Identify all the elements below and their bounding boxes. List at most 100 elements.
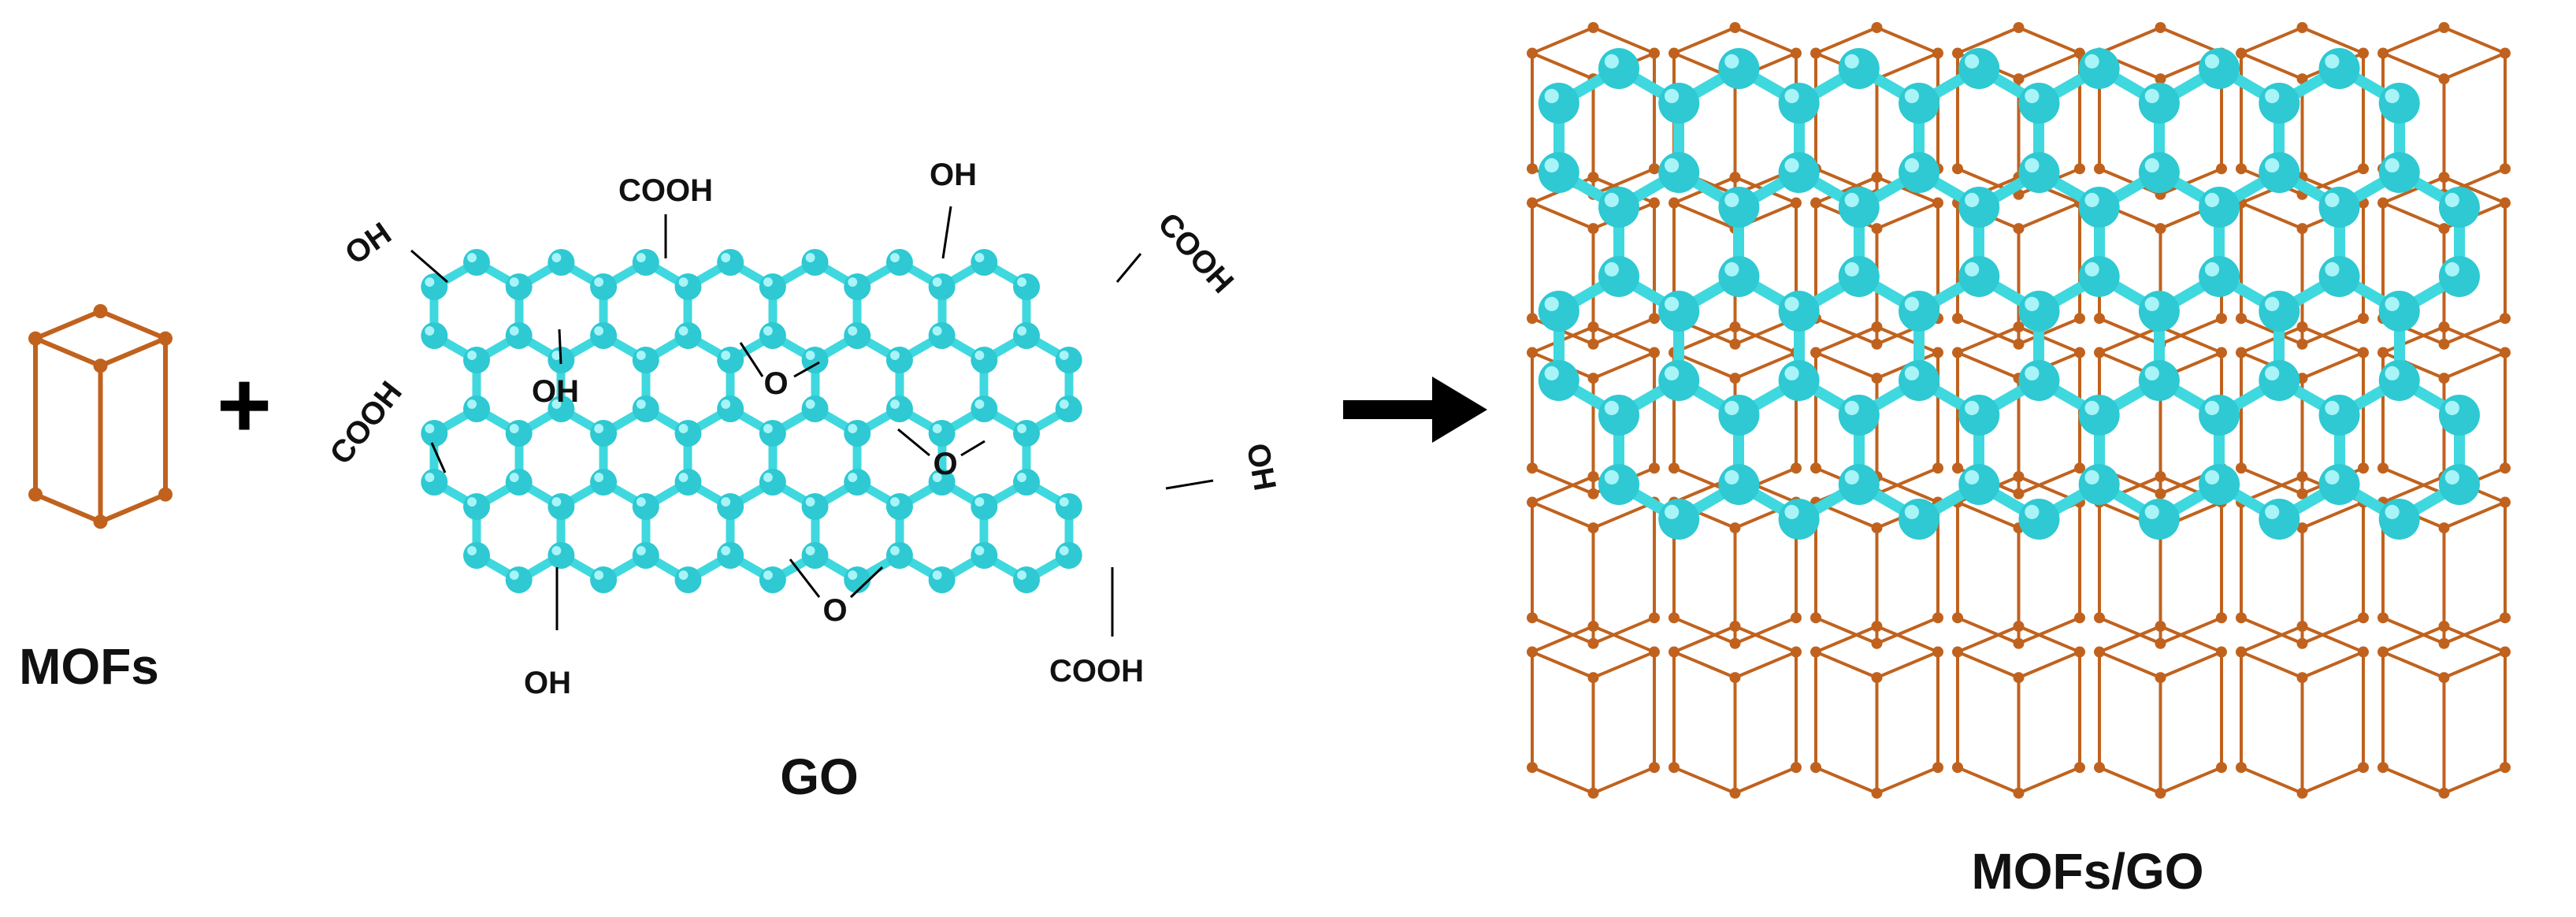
go-carbon-atom <box>590 273 618 300</box>
go-carbon-atom <box>717 493 744 520</box>
epoxy-1-bond-a <box>739 342 764 377</box>
composite-carbon-atom <box>1658 291 1700 332</box>
composite-carbon-atom <box>1778 360 1820 401</box>
oh-top-bond <box>941 206 952 259</box>
go-carbon-atom <box>801 249 829 276</box>
go-carbon-atom <box>505 273 533 300</box>
epoxy-2-label: O <box>933 447 957 481</box>
composite-carbon-atom <box>2318 187 2360 228</box>
go-carbon-atom <box>1013 322 1041 349</box>
go-carbon-atom <box>971 542 998 569</box>
composite-carbon-atom <box>2138 499 2180 540</box>
composite-carbon-atom <box>2078 48 2120 89</box>
composite-carbon-atom <box>2018 83 2060 124</box>
mofs-go-composite <box>1527 22 2511 799</box>
composite-carbon-atom <box>1838 464 1880 505</box>
go-carbon-atom <box>590 469 618 496</box>
go-carbon-atom <box>759 420 786 447</box>
go-carbon-atom <box>885 395 913 422</box>
go-carbon-atom <box>421 322 448 349</box>
go-carbon-atom <box>801 493 829 520</box>
go-carbon-atom <box>717 395 744 422</box>
go-carbon-atom <box>844 322 871 349</box>
go-carbon-atom <box>421 469 448 496</box>
go-carbon-atom <box>590 566 618 593</box>
go-carbon-atom <box>463 347 490 373</box>
graphene-oxide-sheet <box>421 249 1082 593</box>
composite-carbon-atom <box>1658 83 1700 124</box>
composite-carbon-atom <box>2438 464 2480 505</box>
go-carbon-atom <box>928 420 956 447</box>
go-carbon-atom <box>844 566 871 593</box>
composite-carbon-atom <box>1958 187 2000 228</box>
composite-carbon-atom <box>2018 291 2060 332</box>
composite-carbon-atom <box>2318 464 2360 505</box>
composite-carbon-atom <box>2259 152 2300 193</box>
composite-carbon-atom <box>2438 187 2480 228</box>
composite-carbon-atom <box>1778 499 1820 540</box>
go-carbon-atom <box>885 347 913 373</box>
go-carbon-atom <box>971 493 998 520</box>
cooh-top-label: COOH <box>618 173 713 208</box>
go-carbon-atom <box>590 420 618 447</box>
go-carbon-atom <box>1055 395 1082 422</box>
go-carbon-atom <box>759 566 786 593</box>
go-carbon-atom <box>844 469 871 496</box>
epoxy-3-label: O <box>822 593 847 628</box>
composite-carbon-atom <box>1778 83 1820 124</box>
composite-carbon-atom <box>1598 395 1639 436</box>
go-carbon-atom <box>632 395 659 422</box>
composite-carbon-atom <box>2199 187 2240 228</box>
go-carbon-atom <box>505 469 533 496</box>
composite-carbon-atom <box>1598 187 1639 228</box>
go-carbon-atom <box>971 249 998 276</box>
composite-carbon-atom <box>2138 83 2180 124</box>
go-carbon-atom <box>421 420 448 447</box>
cooh-top-right-label: COOH <box>1151 206 1240 300</box>
go-carbon-atom <box>759 273 786 300</box>
composite-carbon-atom <box>1958 395 2000 436</box>
carbon-atoms <box>421 249 1082 593</box>
go-carbon-atom <box>547 395 575 422</box>
composite-carbon-atom <box>2199 256 2240 297</box>
mof-cube-frame <box>2236 621 2369 799</box>
composite-carbon-atom <box>2378 360 2420 401</box>
mof-cube-frame <box>1810 621 1943 799</box>
composite-carbon-atom <box>1838 187 1880 228</box>
go-carbon-atom <box>674 566 702 593</box>
composite-carbon-atom <box>2138 360 2180 401</box>
composite-carbon-atom <box>1598 256 1639 297</box>
go-carbon-atom <box>885 493 913 520</box>
go-carbon-atom <box>717 347 744 373</box>
composite-carbon-atom <box>2018 499 2060 540</box>
go-carbon-atom <box>1013 273 1041 300</box>
composite-carbon-atom <box>2438 395 2480 436</box>
go-carbon-atom <box>801 347 829 373</box>
oh-bottom-label: OH <box>524 666 571 700</box>
go-carbon-atom <box>463 249 490 276</box>
mofs-go-label: MOFs/GO <box>1971 843 2203 900</box>
composite-carbon-atom <box>2378 152 2420 193</box>
composite-carbon-atom <box>1598 48 1639 89</box>
composite-carbon-atom <box>1958 464 2000 505</box>
composite-carbon-atom <box>1899 152 1940 193</box>
composite-carbon-atom <box>1838 395 1880 436</box>
composite-carbon-atom <box>1958 48 2000 89</box>
composite-carbon-atom <box>1838 256 1880 297</box>
composite-carbon-atom <box>2318 256 2360 297</box>
epoxy-2-bond-b <box>960 440 985 457</box>
composite-carbon-atom <box>1718 256 1760 297</box>
composite-carbon-atom <box>2078 256 2120 297</box>
composite-carbon-atom <box>2318 48 2360 89</box>
composite-carbon-atom <box>1598 464 1639 505</box>
composite-carbon-atom <box>2259 499 2300 540</box>
composite-carbon-atom <box>1899 360 1940 401</box>
go-carbon-atom <box>590 322 618 349</box>
mofs-label: MOFs <box>19 638 159 695</box>
go-carbon-atom <box>505 322 533 349</box>
composite-carbon-bonds <box>1553 63 2465 525</box>
composite-carbon-atom <box>2018 360 2060 401</box>
go-carbon-atom <box>674 469 702 496</box>
go-carbon-atom <box>1055 493 1082 520</box>
